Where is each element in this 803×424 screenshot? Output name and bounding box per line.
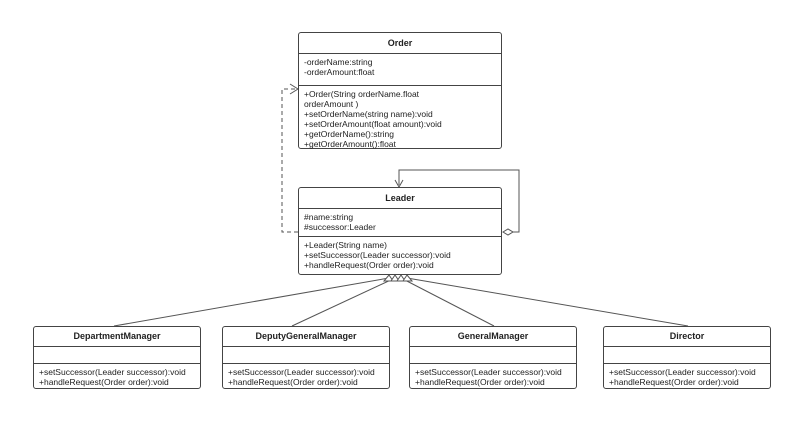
method: +setSuccessor(Leader successor):void	[415, 367, 562, 377]
class-department-manager-name: DepartmentManager	[34, 327, 200, 347]
class-director-methods: +setSuccessor(Leader successor):void +ha…	[604, 364, 770, 389]
inherit-line-department-manager	[113, 277, 390, 327]
dependency-connector	[281, 83, 299, 233]
method: +setSuccessor(Leader successor):void	[304, 250, 451, 260]
attribute: #successor:Leader	[304, 222, 376, 232]
class-leader-name: Leader	[299, 188, 501, 209]
class-deputy-general-manager-methods: +setSuccessor(Leader successor):void +ha…	[223, 364, 389, 389]
inherit-arrow-department-manager	[382, 274, 394, 282]
class-leader-methods: +Leader(String name) +setSuccessor(Leade…	[299, 237, 501, 272]
class-leader[interactable]: Leader #name:string #successor:Leader +L…	[298, 187, 502, 275]
class-department-manager-attributes	[34, 347, 200, 364]
generalization-connectors	[113, 274, 689, 327]
class-director[interactable]: Director +setSuccessor(Leader successor)…	[603, 326, 771, 389]
class-director-attributes	[604, 347, 770, 364]
attribute: -orderName:string	[304, 57, 373, 67]
class-deputy-general-manager-attributes	[223, 347, 389, 364]
class-department-manager-methods: +setSuccessor(Leader successor):void +ha…	[34, 364, 200, 389]
method: +handleRequest(Order order):void	[39, 377, 169, 387]
attribute: -orderAmount:float	[304, 67, 375, 77]
class-order-attributes: -orderName:string -orderAmount:float	[299, 54, 501, 86]
class-general-manager[interactable]: GeneralManager +setSuccessor(Leader succ…	[409, 326, 577, 389]
class-deputy-general-manager-name: DeputyGeneralManager	[223, 327, 389, 347]
inherit-line-general-manager	[400, 277, 495, 327]
class-general-manager-attributes	[410, 347, 576, 364]
self-aggregation-connector	[394, 169, 520, 236]
class-director-name: Director	[604, 327, 770, 347]
method: +getOrderAmount():float	[304, 139, 396, 149]
class-general-manager-name: GeneralManager	[410, 327, 576, 347]
method: +handleRequest(Order order):void	[304, 260, 434, 270]
method: +Leader(String name)	[304, 240, 387, 250]
inherit-arrow-deputy-general-manager	[390, 274, 400, 282]
method: +handleRequest(Order order):void	[609, 377, 739, 387]
class-leader-attributes: #name:string #successor:Leader	[299, 209, 501, 237]
method: orderAmount )	[304, 99, 359, 109]
class-order[interactable]: Order -orderName:string -orderAmount:flo…	[298, 32, 502, 149]
method: +setSuccessor(Leader successor):void	[609, 367, 756, 377]
inherit-line-director	[406, 277, 689, 327]
class-department-manager[interactable]: DepartmentManager +setSuccessor(Leader s…	[33, 326, 201, 389]
method: +setSuccessor(Leader successor):void	[228, 367, 375, 377]
attribute: #name:string	[304, 212, 354, 222]
class-order-methods: +Order(String orderName.float orderAmoun…	[299, 86, 501, 151]
method: +handleRequest(Order order):void	[415, 377, 545, 387]
inherit-arrow-general-manager	[396, 274, 406, 282]
method: +getOrderName():string	[304, 129, 394, 139]
method: +setOrderName(string name):void	[304, 109, 433, 119]
method: +setOrderAmount(float amount):void	[304, 119, 442, 129]
method: +Order(String orderName.float	[304, 89, 420, 99]
inherit-line-deputy-general-manager	[291, 277, 396, 327]
class-deputy-general-manager[interactable]: DeputyGeneralManager +setSuccessor(Leade…	[222, 326, 390, 389]
class-order-name: Order	[299, 33, 501, 54]
method: +setSuccessor(Leader successor):void	[39, 367, 186, 377]
inherit-arrow-director	[402, 274, 414, 282]
class-general-manager-methods: +setSuccessor(Leader successor):void +ha…	[410, 364, 576, 389]
method: +handleRequest(Order order):void	[228, 377, 358, 387]
